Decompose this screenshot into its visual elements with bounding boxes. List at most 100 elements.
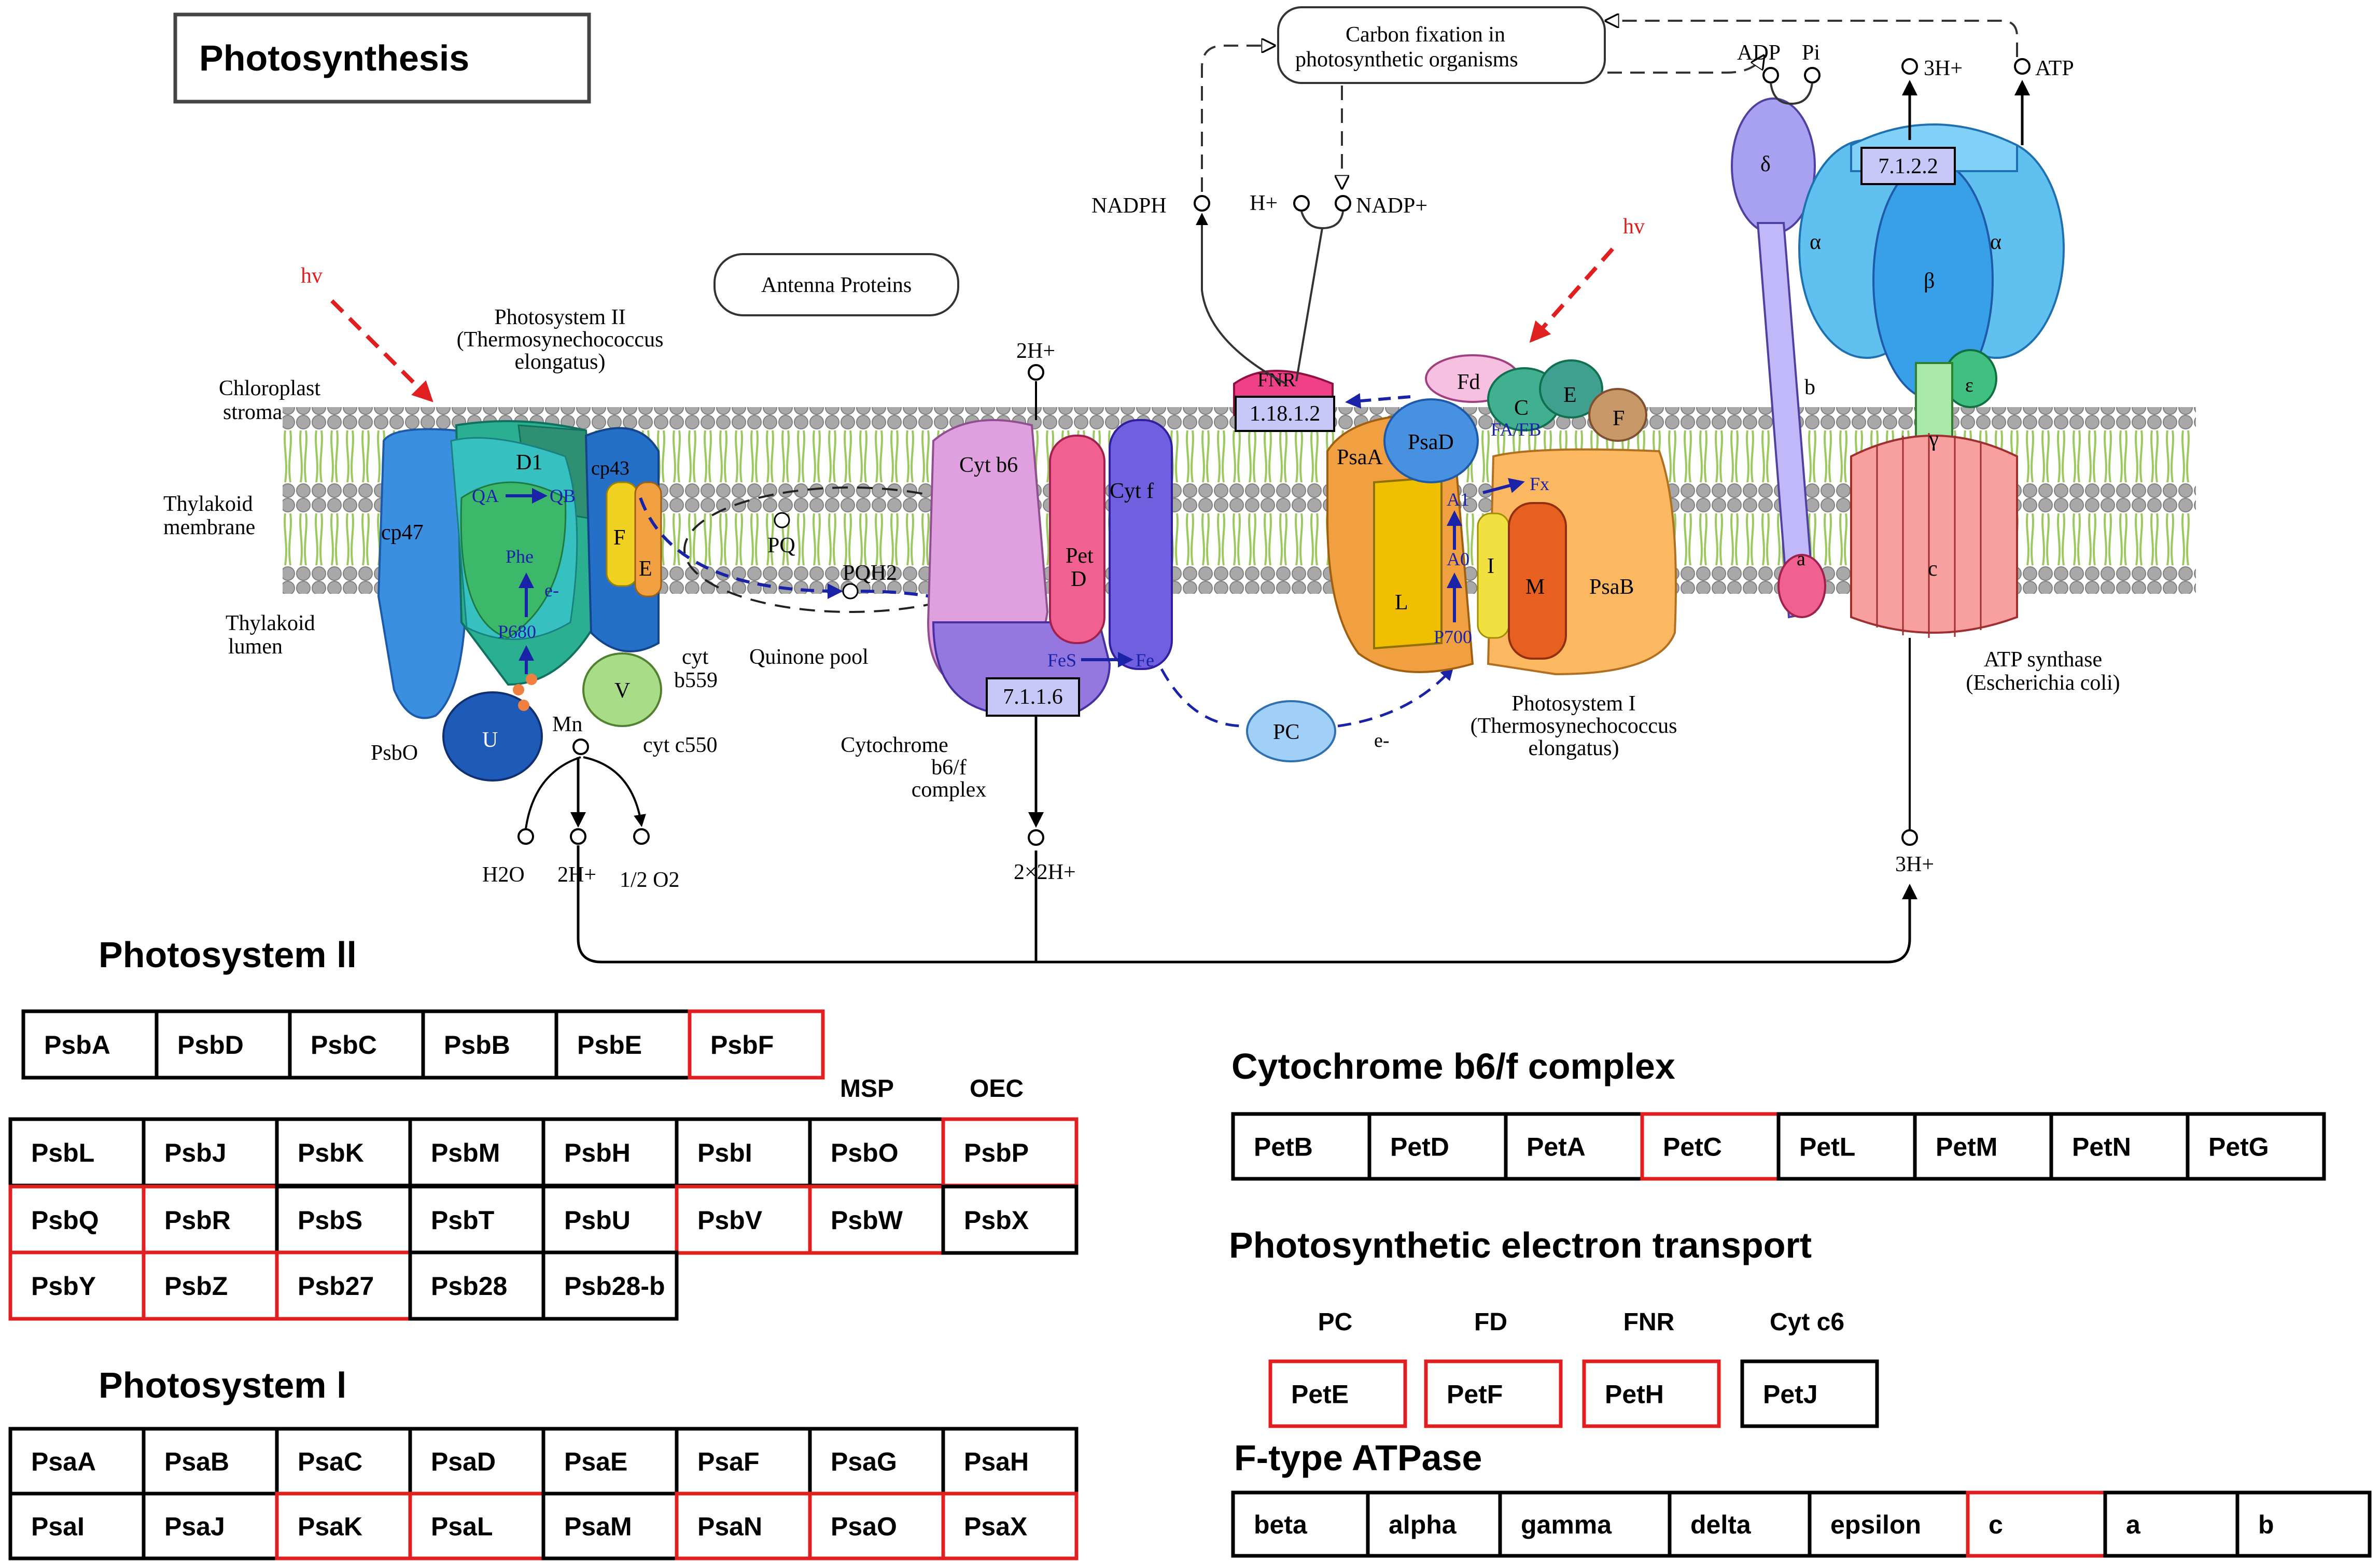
ec-18112: 1.18.1.2 bbox=[1250, 402, 1321, 426]
gene-box-psao[interactable]: PsaO bbox=[808, 1492, 945, 1560]
gene-box-psb28-b[interactable]: Psb28-b bbox=[541, 1250, 679, 1321]
psi-title-2: (Thermosynechococcus bbox=[1471, 714, 1677, 738]
gene-label: beta bbox=[1254, 1510, 1308, 1539]
gene-box-border bbox=[2049, 1112, 2190, 1181]
gene-box-psbz[interactable]: PsbZ bbox=[142, 1250, 279, 1321]
gene-box-psbp[interactable]: PsbP bbox=[941, 1117, 1079, 1188]
gene-box-psbl[interactable]: PsbL bbox=[8, 1117, 146, 1188]
gene-box-psal[interactable]: PsaL bbox=[408, 1492, 545, 1560]
gene-box-border bbox=[1966, 1490, 2107, 1558]
gene-box-beta[interactable]: beta bbox=[1231, 1490, 1370, 1558]
cyt-f: Cyt f bbox=[1110, 479, 1154, 503]
gene-box-psaf[interactable]: PsaF bbox=[675, 1427, 812, 1496]
psii-u: U bbox=[482, 728, 498, 752]
gene-label: PsaB bbox=[164, 1447, 229, 1476]
gene-label: PsaD bbox=[431, 1447, 496, 1476]
gene-box-psbt[interactable]: PsbT bbox=[408, 1184, 545, 1255]
gene-label: PsbK bbox=[298, 1138, 364, 1167]
gene-box-psae[interactable]: PsaE bbox=[541, 1427, 679, 1496]
carbon-fixation-box[interactable] bbox=[1277, 6, 1606, 84]
gene-box-delta[interactable]: delta bbox=[1668, 1490, 1812, 1558]
gene-box-peth[interactable]: PetH bbox=[1582, 1359, 1721, 1428]
psii-title-1: Photosystem II bbox=[494, 305, 625, 329]
gene-box-c[interactable]: c bbox=[1966, 1490, 2107, 1558]
gene-box-psaj[interactable]: PsaJ bbox=[142, 1492, 279, 1560]
gene-box-psan[interactable]: PsaN bbox=[675, 1492, 812, 1560]
gene-box-psbu[interactable]: PsbU bbox=[541, 1184, 679, 1255]
gene-box-psbc[interactable]: PsbC bbox=[288, 1009, 425, 1080]
membrane-label-2: membrane bbox=[163, 515, 255, 539]
psi-a1: A1 bbox=[1447, 489, 1469, 510]
gene-box-psad[interactable]: PsaD bbox=[408, 1427, 545, 1496]
gene-box-petd[interactable]: PetD bbox=[1367, 1112, 1508, 1181]
gene-box-petb[interactable]: PetB bbox=[1231, 1112, 1371, 1181]
gene-label: PsbS bbox=[298, 1206, 362, 1235]
gene-box-border bbox=[1668, 1490, 1812, 1558]
gene-box-petc[interactable]: PetC bbox=[1640, 1112, 1781, 1181]
ec-7116-box[interactable] bbox=[986, 677, 1080, 717]
gene-box-psbv[interactable]: PsbV bbox=[675, 1184, 812, 1255]
membrane-label-1: Thylakoid bbox=[163, 492, 253, 516]
gene-box-psab[interactable]: PsaB bbox=[142, 1427, 279, 1496]
gene-box-psbw[interactable]: PsbW bbox=[808, 1184, 945, 1255]
gene-box-psam[interactable]: PsaM bbox=[541, 1492, 679, 1560]
gene-box-psbj[interactable]: PsbJ bbox=[142, 1117, 279, 1188]
gene-box-psbx[interactable]: PsbX bbox=[941, 1184, 1079, 1255]
atp-synthase-complex[interactable] bbox=[1731, 97, 2065, 638]
gene-box-psbr[interactable]: PsbR bbox=[142, 1184, 279, 1255]
gene-box-psb27[interactable]: Psb27 bbox=[275, 1250, 412, 1321]
gene-box-psbm[interactable]: PsbM bbox=[408, 1117, 545, 1188]
gene-box-psb28[interactable]: Psb28 bbox=[408, 1250, 545, 1321]
atp-label: ATP bbox=[2035, 57, 2074, 80]
gene-box-psbd[interactable]: PsbD bbox=[155, 1009, 292, 1080]
gene-box-psbo[interactable]: PsbO bbox=[808, 1117, 945, 1188]
gene-box-psag[interactable]: PsaG bbox=[808, 1427, 945, 1496]
gene-box-alpha[interactable]: alpha bbox=[1366, 1490, 1502, 1558]
psii-psbo: PsbO bbox=[371, 741, 418, 765]
gene-box-petm[interactable]: PetM bbox=[1913, 1112, 2053, 1181]
ec-7116: 7.1.1.6 bbox=[1003, 685, 1063, 709]
gene-box-psbk[interactable]: PsbK bbox=[275, 1117, 412, 1188]
atp-c: c bbox=[1928, 557, 1938, 581]
gene-box-border bbox=[1582, 1359, 1721, 1428]
gene-box-psak[interactable]: PsaK bbox=[275, 1492, 412, 1560]
gene-box-epsilon[interactable]: epsilon bbox=[1808, 1490, 1970, 1558]
gene-box-psai[interactable]: PsaI bbox=[8, 1492, 146, 1560]
gene-box-petl[interactable]: PetL bbox=[1776, 1112, 1917, 1181]
gene-box-gamma[interactable]: gamma bbox=[1498, 1490, 1672, 1558]
gene-box-psba[interactable]: PsbA bbox=[21, 1009, 159, 1080]
gene-box-psbb[interactable]: PsbB bbox=[421, 1009, 558, 1080]
gene-box-psaa[interactable]: PsaA bbox=[8, 1427, 146, 1496]
cytochrome-b6f-complex[interactable] bbox=[927, 419, 1336, 762]
gene-box-psah[interactable]: PsaH bbox=[941, 1427, 1079, 1496]
cyt-2h-top: 2H+ bbox=[1016, 339, 1055, 363]
gene-box-border bbox=[1231, 1112, 1371, 1181]
gene-box-border bbox=[941, 1184, 1079, 1255]
gene-box-psbf[interactable]: PsbF bbox=[688, 1009, 825, 1080]
gene-box-petg[interactable]: PetG bbox=[2186, 1112, 2326, 1181]
gene-box-petf[interactable]: PetF bbox=[1424, 1359, 1563, 1428]
atp-a: a bbox=[1797, 548, 1805, 570]
ec-18112-box[interactable] bbox=[1235, 396, 1335, 432]
gene-box-psbh[interactable]: PsbH bbox=[541, 1117, 679, 1188]
photosystem-i-complex[interactable] bbox=[1233, 354, 1677, 676]
gene-box-psby[interactable]: PsbY bbox=[8, 1250, 146, 1321]
gene-box-peta[interactable]: PetA bbox=[1504, 1112, 1644, 1181]
gene-box-pete[interactable]: PetE bbox=[1268, 1359, 1407, 1428]
gene-box-psax[interactable]: PsaX bbox=[941, 1492, 1079, 1560]
ec-7122-box[interactable] bbox=[1860, 147, 1956, 185]
gene-label: PsbI bbox=[697, 1138, 752, 1167]
photosystem-ii-complex[interactable] bbox=[377, 420, 662, 782]
gene-box-petn[interactable]: PetN bbox=[2049, 1112, 2190, 1181]
gene-box-petj[interactable]: PetJ bbox=[1740, 1359, 1879, 1428]
gene-box-psac[interactable]: PsaC bbox=[275, 1427, 412, 1496]
antenna-proteins-box[interactable] bbox=[713, 253, 959, 316]
gene-box-psbq[interactable]: PsbQ bbox=[8, 1184, 146, 1255]
gene-box-b[interactable]: b bbox=[2235, 1490, 2372, 1558]
gene-box-psbi[interactable]: PsbI bbox=[675, 1117, 812, 1188]
gene-box-psbe[interactable]: PsbE bbox=[554, 1009, 692, 1080]
psii-f: F bbox=[613, 526, 625, 550]
gene-box-a[interactable]: a bbox=[2103, 1490, 2239, 1558]
gene-box-psbs[interactable]: PsbS bbox=[275, 1184, 412, 1255]
gene-label: alpha bbox=[1389, 1510, 1457, 1539]
